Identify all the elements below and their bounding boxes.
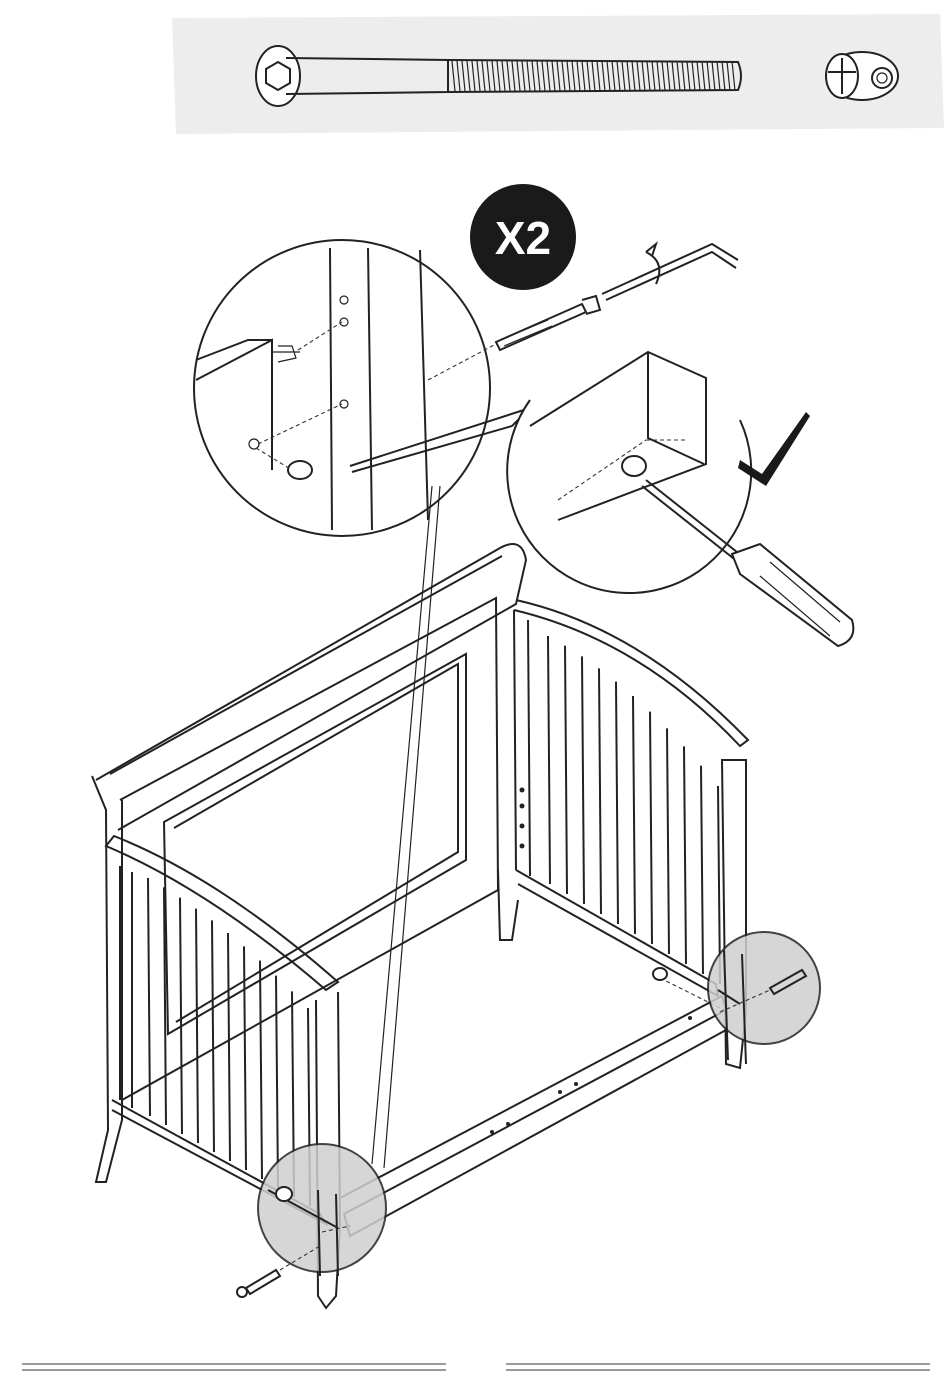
highlight-circle-front-joint xyxy=(258,1144,386,1276)
barrel-nut-icon xyxy=(826,52,898,100)
detail-circle-barrel-nut xyxy=(194,240,530,536)
drawing-stroke xyxy=(276,976,278,1188)
footer-rules xyxy=(22,1364,930,1370)
drawing-stroke xyxy=(548,636,550,884)
drawing-stroke xyxy=(650,712,652,944)
bolt-inserting-icon xyxy=(496,296,600,350)
quantity-label: X2 xyxy=(495,212,551,264)
drawing-stroke xyxy=(228,933,230,1161)
drawing-stroke xyxy=(212,920,214,1152)
allen-key-icon xyxy=(602,244,738,300)
drawing-stroke xyxy=(633,696,635,934)
drawing-stroke xyxy=(582,656,584,904)
drawing-stroke xyxy=(260,961,262,1179)
detail-circle-screwdriver xyxy=(507,352,751,593)
drawing-stroke xyxy=(565,646,567,894)
drawing-stroke xyxy=(180,898,182,1134)
drawing-stroke xyxy=(684,746,686,964)
quantity-badge: X2 xyxy=(470,184,576,290)
drawing-stroke xyxy=(667,728,669,954)
crib-drawing xyxy=(92,486,748,1308)
drawing-stroke xyxy=(196,909,198,1143)
drawing-stroke xyxy=(616,682,618,924)
drawing-stroke xyxy=(701,766,703,974)
drawing-stroke xyxy=(599,668,601,914)
drawing-stroke xyxy=(148,878,150,1116)
